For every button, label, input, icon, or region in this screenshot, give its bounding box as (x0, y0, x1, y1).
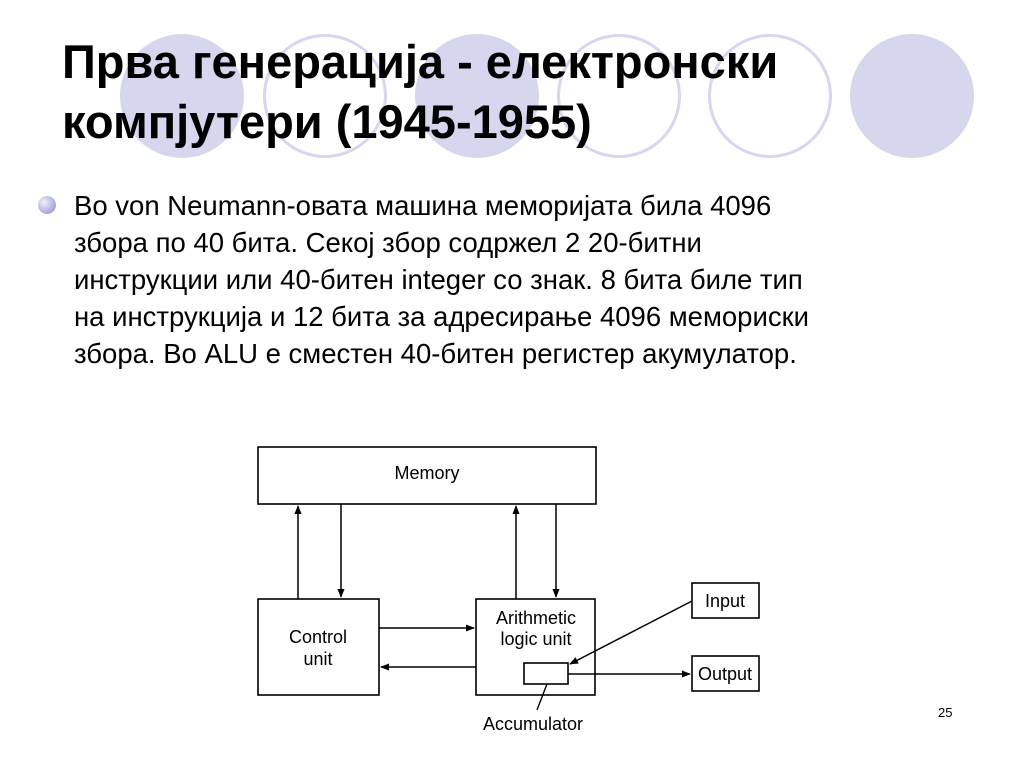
slide-title-line-1: Прва генерација - електронски (62, 35, 779, 88)
accumulator-label: Accumulator (483, 714, 583, 734)
decor-ring-2 (557, 34, 681, 158)
control-unit-label-line-2: unit (303, 649, 332, 669)
decor-ring-3 (708, 34, 832, 158)
slide-title: Прва генерација - електронски компјутери… (62, 32, 1002, 152)
bullet-line-2: збора по 40 бита. Секој збор содржел 2 2… (74, 227, 702, 258)
bullet-line-5: збора. Во ALU е сместен 40-битен регисте… (74, 338, 797, 369)
input-label: Input (705, 591, 745, 611)
alu-label-line-2: logic unit (500, 629, 571, 649)
bullet-line-1: Во von Neumann-овата машина меморијата б… (74, 190, 772, 221)
bullet-text: Во von Neumann-овата машина меморијата б… (74, 187, 1004, 372)
input-box (691, 582, 760, 619)
arrow-input-to-accumulator (569, 600, 693, 665)
decor-ring-1 (263, 34, 387, 158)
accumulator-register (523, 662, 569, 685)
slide-title-line-2: компјутери (1945-1955) (62, 95, 592, 148)
accumulator-pointer-line (536, 683, 548, 711)
control-unit-label-line-1: Control (289, 627, 347, 647)
page-number: 25 (938, 705, 953, 720)
decor-circle-1 (120, 34, 244, 158)
output-box (691, 655, 760, 692)
decor-circle-2 (415, 34, 539, 158)
bullet-line-3: инструкции или 40-битен integer со знак.… (74, 264, 803, 295)
memory-box (257, 446, 597, 505)
bullet-icon (38, 196, 56, 214)
decor-circle-3 (850, 34, 974, 158)
alu-label-line-1: Arithmetic (496, 608, 576, 628)
memory-label: Memory (394, 463, 459, 483)
output-label: Output (698, 664, 752, 684)
control-unit-box (257, 598, 380, 696)
bullet-line-4: на инструкција и 12 бита за адресирање 4… (74, 301, 809, 332)
